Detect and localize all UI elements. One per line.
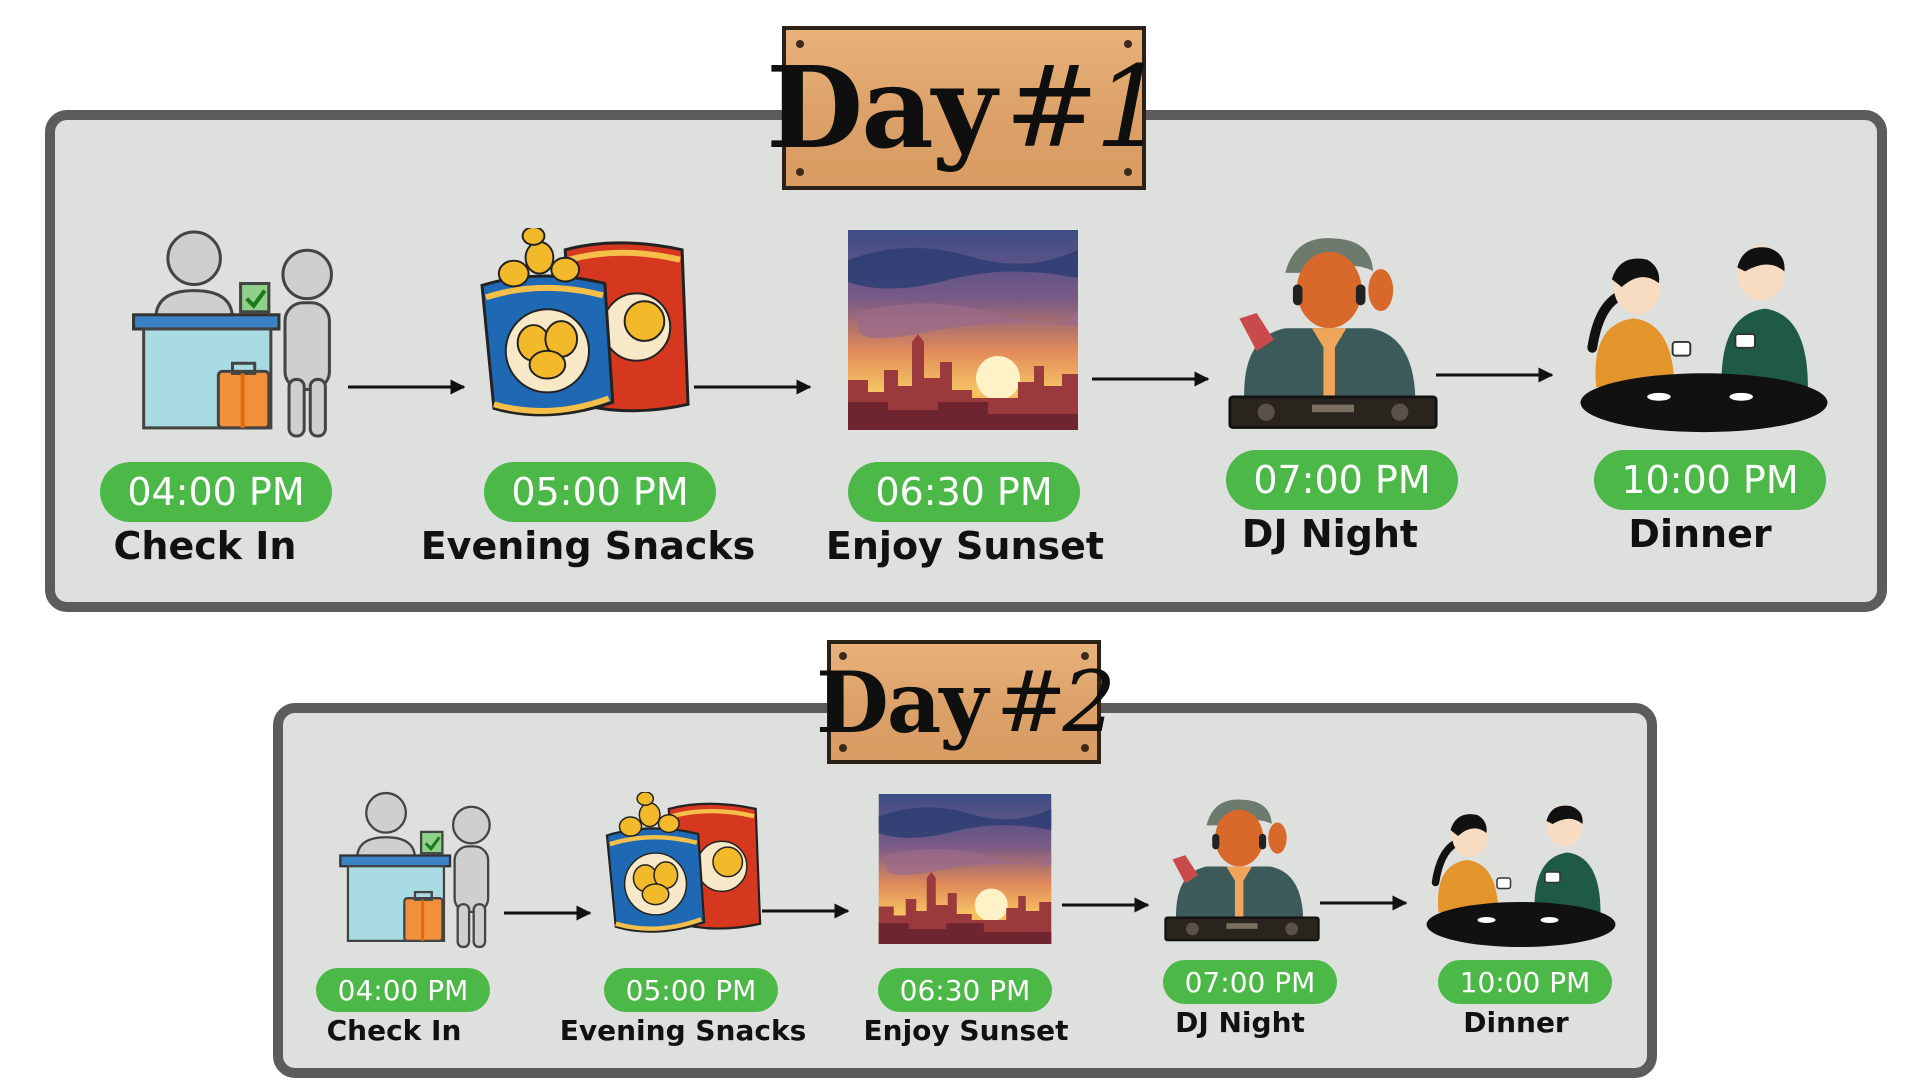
day-1-title-word: Day [766,42,997,174]
arrow-icon [1062,897,1150,913]
time-badge: 06:30 PM [848,462,1080,522]
event-label: DJ Night [1241,512,1419,556]
reception-desk-icon [338,790,492,950]
event-label: DJ Night [1175,1006,1305,1039]
dining-couple-icon [1422,800,1620,950]
time-badge: 05:00 PM [604,968,778,1012]
dining-couple-icon [1574,240,1834,436]
sunset-image [878,794,1052,944]
event-label: Evening Snacks [559,1014,807,1047]
arrow-icon [1320,895,1408,911]
arrow-icon [762,903,850,919]
arrow-icon [348,379,466,395]
time-badge: 04:00 PM [100,462,332,522]
event-label: Evening Snacks [420,524,756,568]
arrow-icon [1436,367,1554,383]
dj-icon [1228,228,1438,438]
chips-bag-icon [604,792,766,948]
event-label: Check In [113,524,297,568]
time-badge: 04:00 PM [316,968,490,1012]
reception-desk-icon [130,228,335,440]
day-1-title-number: #1 [1004,43,1166,173]
day-1-title-sign: Day#1 [766,26,1166,190]
sunset-image [848,230,1078,430]
event-label: Dinner [1628,512,1772,556]
event-label: Enjoy Sunset [863,1014,1069,1047]
dj-icon [1164,792,1320,948]
day-2-title-word: Day [816,652,988,752]
time-badge: 07:00 PM [1163,960,1337,1004]
time-badge: 05:00 PM [484,462,716,522]
arrow-icon [1092,371,1210,387]
event-label: Enjoy Sunset [825,524,1105,568]
time-badge: 10:00 PM [1594,450,1826,510]
time-badge: 06:30 PM [878,968,1052,1012]
event-label: Check In [326,1014,462,1047]
day-2-title-sign: Day#2 [816,640,1116,764]
day-2-title-number: #2 [996,653,1116,751]
time-badge: 07:00 PM [1226,450,1458,510]
arrow-icon [504,905,592,921]
chips-bag-icon [478,228,696,436]
event-label: Dinner [1463,1006,1569,1039]
time-badge: 10:00 PM [1438,960,1612,1004]
arrow-icon [694,379,812,395]
